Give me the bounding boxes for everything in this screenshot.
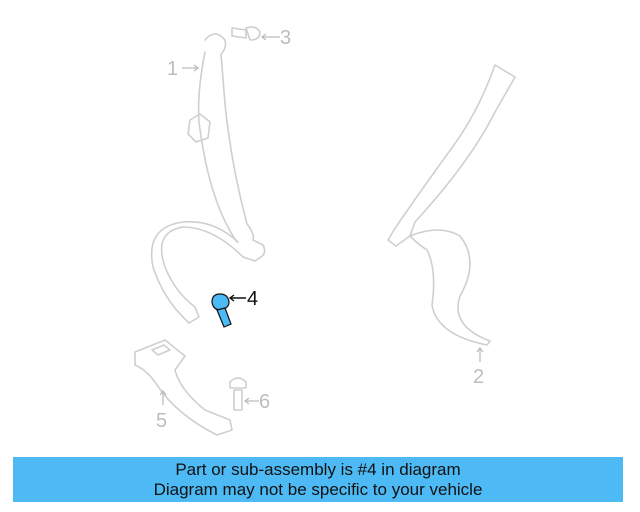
callout-1: 1 bbox=[167, 58, 178, 80]
info-banner: Part or sub-assembly is #4 in diagram Di… bbox=[13, 457, 623, 502]
part-3-bolt[interactable] bbox=[231, 26, 261, 41]
part-4-bolt[interactable] bbox=[211, 293, 232, 328]
part-2-seat-belt[interactable] bbox=[387, 64, 516, 346]
part-6-bolt[interactable] bbox=[229, 377, 247, 411]
banner-line-2: Diagram may not be specific to your vehi… bbox=[153, 480, 483, 499]
callout-4: 4 bbox=[247, 288, 258, 310]
banner-line-1: Part or sub-assembly is #4 in diagram bbox=[175, 460, 461, 479]
callout-3: 3 bbox=[280, 27, 291, 49]
callout-2: 2 bbox=[473, 366, 484, 388]
callout-5: 5 bbox=[156, 410, 167, 432]
callout-4-arrow bbox=[228, 294, 246, 302]
parts-diagram: 1 2 3 4 5 6 bbox=[134, 26, 516, 436]
part-5-buckle[interactable] bbox=[134, 339, 233, 436]
callout-6: 6 bbox=[259, 391, 270, 413]
part-1-seat-belt[interactable] bbox=[150, 33, 266, 324]
